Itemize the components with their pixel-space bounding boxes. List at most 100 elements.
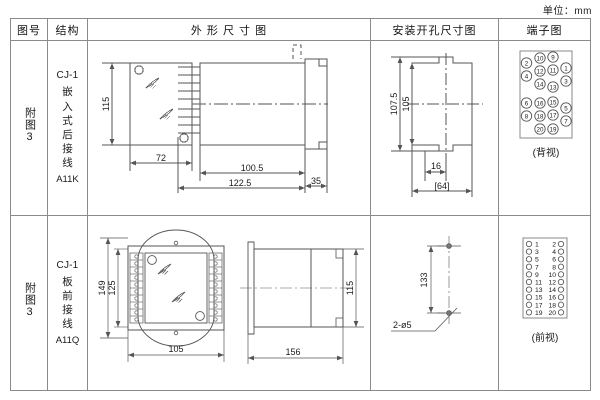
cutout-svg-2: 133 2-ø5 — [391, 236, 461, 332]
structure-char: 后 — [62, 128, 73, 141]
terminal-number: 20 — [548, 310, 556, 317]
terminal-view-label-1: (背视) — [533, 146, 560, 159]
terminal-number: 19 — [535, 310, 543, 317]
dim-hole-spacing-2: 133 — [419, 272, 429, 287]
terminal-number: 1 — [535, 242, 539, 249]
cell-fig-no-2: 附图3 — [10, 215, 48, 391]
outline-svg-2: 149 125 105 115 156 — [97, 229, 364, 364]
table-body: 附图3 CJ-1 嵌 入 式 后 接 线 A11K — [10, 40, 591, 391]
cutout-drawing-2: 133 2-ø5 — [371, 216, 498, 390]
structure-char: 线 — [62, 318, 73, 331]
structure-char: 板 — [62, 275, 73, 288]
terminal-circle — [525, 256, 533, 263]
dim-side-height-2: 115 — [345, 281, 355, 295]
header-row: 图号 结构 外 形 尺 寸 图 安装开孔尺寸图 端子图 — [10, 18, 591, 41]
terminal-number: 6 — [525, 101, 529, 108]
cell-outline-2: 149 125 105 115 156 — [87, 215, 371, 391]
terminal-number: 14 — [548, 287, 556, 294]
terminal-number: 11 — [535, 280, 542, 287]
terminal-number: 10 — [548, 272, 556, 279]
table-row: 附图3 CJ-1 嵌 入 式 后 接 线 A11K — [10, 40, 591, 216]
terminal-circle — [560, 102, 572, 114]
terminal-number: 13 — [550, 85, 557, 92]
fig-no-label-2: 附图3 — [23, 282, 36, 319]
terminal-number: 17 — [550, 113, 557, 120]
terminal-circle — [557, 278, 565, 286]
terminal-number: 6 — [552, 257, 556, 264]
cell-structure-1: CJ-1 嵌 入 式 后 接 线 A11K — [47, 40, 88, 216]
terminal-circle — [547, 81, 559, 93]
structure-model-2: CJ-1 — [56, 259, 79, 271]
terminal-number: 18 — [537, 114, 544, 121]
structure-model-1: CJ-1 — [56, 70, 79, 82]
terminal-circle — [547, 109, 559, 121]
terminal-circle — [557, 240, 565, 248]
dim-side-body-1: 100.5 — [241, 163, 264, 173]
cell-cutout-2: 133 2-ø5 — [370, 215, 499, 391]
terminal-circle — [525, 263, 533, 270]
terminal-circle — [534, 52, 546, 64]
terminal-circle — [525, 286, 533, 293]
terminal-number: 3 — [535, 249, 539, 256]
outline-svg-1: 115 72 100.5 35 122.5 — [101, 44, 328, 193]
dim-width-ref-1: [64] — [434, 181, 449, 191]
terminal-number: 20 — [537, 127, 544, 134]
terminal-number: 9 — [535, 272, 539, 279]
terminal-number: 5 — [535, 257, 539, 264]
terminal-circle — [547, 123, 559, 135]
terminal-number: 7 — [535, 264, 539, 271]
dim-outer-height-1: 107.5 — [389, 93, 399, 116]
terminal-number: 2 — [552, 242, 556, 249]
unit-note: 单位：mm — [542, 6, 592, 17]
terminal-view-label-2: (前视) — [532, 331, 559, 344]
header-structure: 结构 — [47, 18, 88, 41]
terminal-number: 7 — [564, 119, 568, 126]
dim-side-total-2: 156 — [285, 347, 300, 357]
structure-code-2: A11Q — [55, 335, 80, 347]
dim-slot-width-1: 16 — [431, 161, 441, 171]
terminal-circle — [557, 286, 565, 293]
dim-front-inner-height-2: 125 — [107, 280, 117, 295]
structure-char: 嵌 — [62, 86, 73, 99]
structure-char: 接 — [62, 303, 73, 316]
terminal-number: 3 — [564, 79, 568, 86]
terminal-circle — [547, 96, 559, 108]
cutout-svg-1: 107.5 105 16 [64] — [389, 53, 483, 197]
terminal-circle — [557, 309, 565, 316]
header-terminal: 端子图 — [498, 18, 591, 41]
terminal-circle — [560, 115, 572, 127]
terminal-circle — [557, 301, 565, 308]
dim-inner-height-1: 105 — [401, 96, 411, 111]
outline-drawing-2: 149 125 105 115 156 — [88, 216, 370, 390]
terminal-number: 5 — [564, 106, 568, 113]
terminal-circle — [525, 248, 533, 255]
terminal-circle — [534, 65, 546, 77]
terminal-circle — [560, 62, 572, 74]
table-header: 图号 结构 外 形 尺 寸 图 安装开孔尺寸图 端子图 — [10, 18, 591, 41]
structure-text-2: 板 前 接 线 — [48, 275, 87, 332]
terminal-number: 2 — [525, 61, 529, 68]
terminal-number: 13 — [535, 287, 543, 294]
dim-front-width-1: 72 — [156, 153, 166, 163]
structure-char: 式 — [62, 114, 73, 127]
terminal-number: 14 — [537, 82, 544, 89]
terminal-number: 16 — [537, 101, 544, 108]
outline-drawing-1: 115 72 100.5 35 122.5 — [88, 41, 370, 215]
structure-text-1: 嵌 入 式 后 接 线 — [48, 85, 87, 170]
terminal-number: 12 — [548, 280, 556, 287]
terminal-number: 11 — [550, 68, 557, 75]
structure-char: 接 — [62, 143, 73, 156]
header-fig-no: 图号 — [10, 18, 48, 41]
terminal-circle — [547, 64, 559, 76]
terminal-circle — [534, 123, 546, 135]
terminal-circle — [534, 97, 546, 109]
terminal-circle — [557, 271, 565, 278]
dim-hole-spec-2: 2-ø5 — [393, 320, 412, 330]
